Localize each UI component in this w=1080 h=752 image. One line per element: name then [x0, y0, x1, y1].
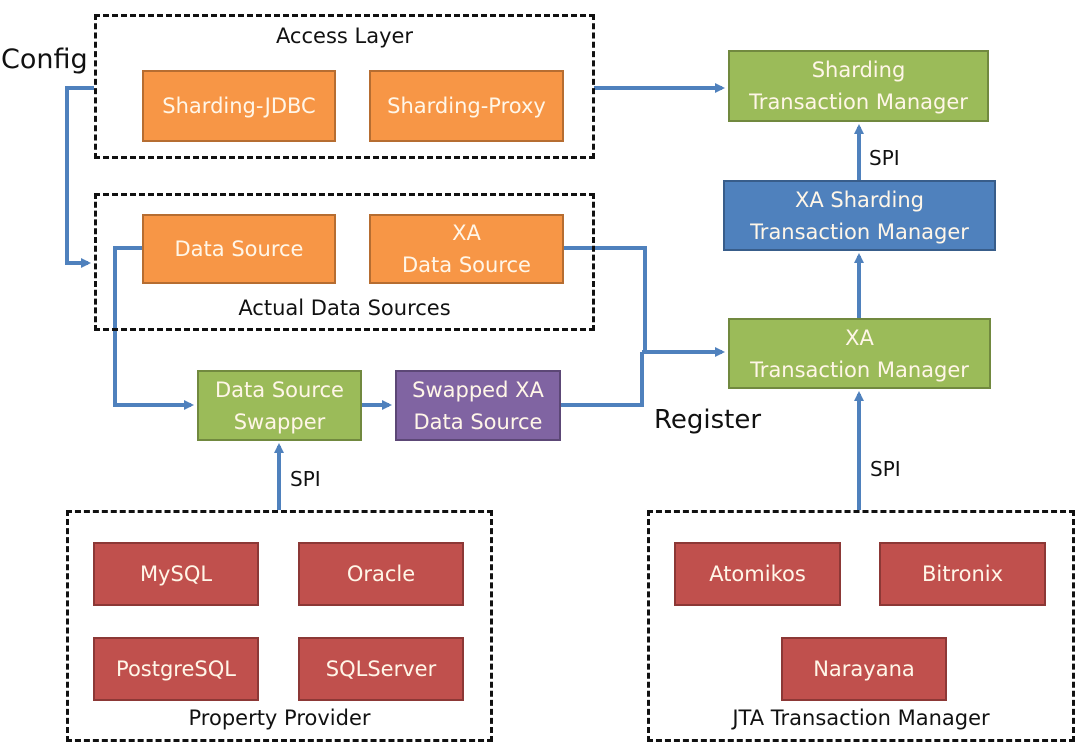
xa-tm-line2: Transaction Manager: [750, 357, 969, 382]
spi-swapper-label: SPI: [290, 467, 321, 491]
data-source-to-swapper-arrow: [113, 246, 194, 410]
xa-sharding-tm-line2: Transaction Manager: [750, 219, 969, 244]
swapped-xa-connector: [560, 352, 644, 407]
postgresql-node[interactable]: PostgreSQL: [93, 637, 259, 701]
data-source-label: Data Source: [174, 237, 304, 261]
swapper-line1: Data Source: [215, 377, 344, 402]
atomikos-node[interactable]: Atomikos: [674, 542, 841, 606]
xa-data-source-connector: [563, 246, 647, 352]
data-source-node[interactable]: Data Source: [142, 214, 336, 284]
sqlserver-node[interactable]: SQLServer: [298, 637, 464, 701]
sharding-tm-line1: Sharding: [811, 58, 906, 82]
narayana-label: Narayana: [813, 657, 915, 681]
atomikos-label: Atomikos: [709, 562, 806, 586]
xa-sharding-tm-line1: XA Sharding: [794, 187, 924, 212]
sharding-jdbc-node[interactable]: Sharding-JDBC: [142, 70, 336, 142]
xa-tm-line1: XA: [845, 325, 874, 350]
spi-xa-tm-label: SPI: [870, 457, 901, 481]
xa-data-source-line2: Data Source: [402, 253, 531, 277]
sharding-proxy-node[interactable]: Sharding-Proxy: [369, 70, 564, 142]
swapped-line2: Data Source: [413, 409, 543, 434]
config-arrow: [65, 86, 94, 268]
mysql-node[interactable]: MySQL: [93, 542, 259, 606]
swapped-xa-data-source-node[interactable]: Swapped XA Data Source: [395, 370, 561, 441]
access-layer-title: Access Layer: [275, 24, 414, 48]
xa-transaction-manager-node[interactable]: XA Transaction Manager: [728, 318, 991, 389]
bitronix-node[interactable]: Bitronix: [879, 542, 1046, 606]
sharding-tm-line2: Transaction Manager: [749, 90, 968, 114]
spi-sharding-tm-label: SPI: [869, 146, 900, 170]
swapper-line2: Swapper: [233, 409, 326, 434]
property-provider-group: [66, 510, 493, 742]
swapped-line1: Swapped XA: [412, 377, 544, 402]
register-label: Register: [654, 405, 762, 435]
sqlserver-label: SQLServer: [325, 657, 437, 681]
oracle-node[interactable]: Oracle: [298, 542, 464, 606]
jta-transaction-manager-group: [647, 510, 1075, 742]
sharding-proxy-label: Sharding-Proxy: [387, 94, 546, 118]
config-label: Config: [1, 44, 88, 75]
postgresql-label: PostgreSQL: [116, 657, 236, 681]
xa-data-source-node[interactable]: XA Data Source: [369, 214, 564, 284]
access-layer-group: [94, 14, 595, 159]
bitronix-label: Bitronix: [921, 562, 1004, 586]
jta-transaction-manager-title: JTA Transaction Manager: [732, 706, 990, 730]
mysql-label: MySQL: [139, 562, 213, 586]
narayana-node[interactable]: Narayana: [781, 637, 947, 701]
actual-data-sources-title: Actual Data Sources: [238, 296, 451, 320]
sharding-jdbc-label: Sharding-JDBC: [162, 94, 316, 118]
oracle-label: Oracle: [346, 562, 416, 586]
property-provider-title: Property Provider: [188, 706, 371, 730]
xa-data-source-line1: XA: [452, 221, 481, 245]
actual-data-sources-group: [94, 193, 595, 331]
